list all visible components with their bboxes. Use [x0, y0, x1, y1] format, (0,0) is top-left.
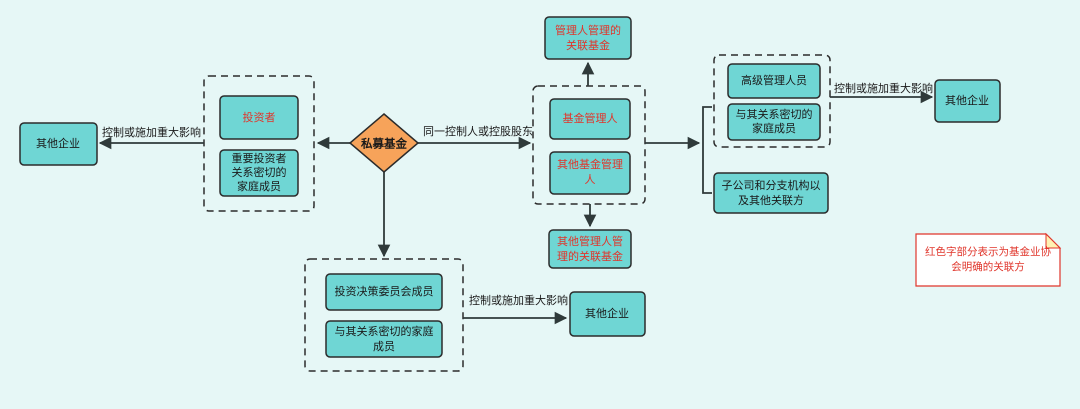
senior-management-group: [713, 54, 831, 148]
other-related-fund-line-2: 理的关联基金: [557, 249, 623, 263]
senior-family-node: 与其关系密切的 家庭成员: [727, 103, 821, 141]
investor-family-line-3: 家庭成员: [237, 179, 281, 193]
other-manager-related-fund-node: 其他管理人管 理的关联基金: [548, 229, 632, 269]
fund-manager-node: 基金管理人: [549, 98, 631, 140]
legend-note-line-2: 会明确的关联方: [951, 260, 1025, 273]
middle-edge-label: 同一控制人或控股股东: [423, 124, 533, 138]
investor-node: 投资者: [219, 95, 299, 140]
committee-member-node: 投资决策委员会成员: [325, 273, 443, 311]
legend-note-line-1: 红色字部分表示为基金业协: [925, 245, 1051, 258]
bottom-edge-label: 控制或施加重大影响: [469, 293, 568, 307]
investor-family-line-1: 重要投资者: [232, 151, 287, 165]
other-manager-line-1: 其他基金管理: [557, 157, 623, 171]
investor-label: 投资者: [243, 110, 276, 124]
left-other-enterprise-label: 其他企业: [36, 136, 80, 150]
committee-family-node: 与其关系密切的家庭 成员: [325, 320, 443, 358]
other-manager-line-2: 人: [585, 173, 596, 186]
private-fund-node: 私募基金: [348, 113, 420, 173]
other-related-fund-line-1: 其他管理人管: [557, 234, 623, 248]
senior-family-line-1: 与其关系密切的: [736, 107, 813, 121]
bottom-other-enterprise-node: 其他企业: [569, 291, 646, 337]
senior-family-line-2: 家庭成员: [752, 121, 796, 135]
managed-fund-line-1: 管理人管理的: [555, 23, 621, 37]
right-other-enterprise-label: 其他企业: [945, 93, 989, 107]
managed-related-fund-node: 管理人管理的 关联基金: [544, 16, 632, 60]
senior-management-node: 高级管理人员: [727, 63, 821, 99]
right-edge-label: 控制或施加重大影响: [834, 81, 933, 95]
fund-manager-label: 基金管理人: [563, 111, 618, 125]
subsidiary-node: 子公司和分支机构以 及其他关联方: [713, 172, 829, 214]
committee-group: [304, 258, 464, 372]
committee-member-label: 投资决策委员会成员: [335, 284, 434, 298]
subsidiary-line-1: 子公司和分支机构以: [722, 178, 821, 192]
investor-family-line-2: 关系密切的: [232, 165, 287, 179]
committee-family-line-1: 与其关系密切的家庭: [335, 324, 434, 338]
bottom-other-enterprise-label: 其他企业: [585, 306, 629, 320]
managed-fund-line-2: 关联基金: [566, 38, 610, 52]
senior-management-label: 高级管理人员: [741, 73, 807, 87]
committee-family-line-2: 成员: [373, 340, 395, 353]
left-other-enterprise-node: 其他企业: [19, 122, 98, 166]
investor-family-node: 重要投资者 关系密切的 家庭成员: [219, 149, 299, 197]
left-edge-label: 控制或施加重大影响: [102, 125, 201, 139]
manager-group: [532, 85, 646, 205]
subsidiary-line-2: 及其他关联方: [738, 193, 804, 207]
edge-branch-bracket: [702, 106, 712, 194]
right-other-enterprise-node: 其他企业: [934, 79, 1001, 123]
private-fund-label: 私募基金: [361, 137, 407, 151]
legend-note: 红色字部分表示为基金业协 会明确的关联方: [915, 232, 1062, 287]
other-fund-manager-node: 其他基金管理 人: [549, 151, 631, 195]
